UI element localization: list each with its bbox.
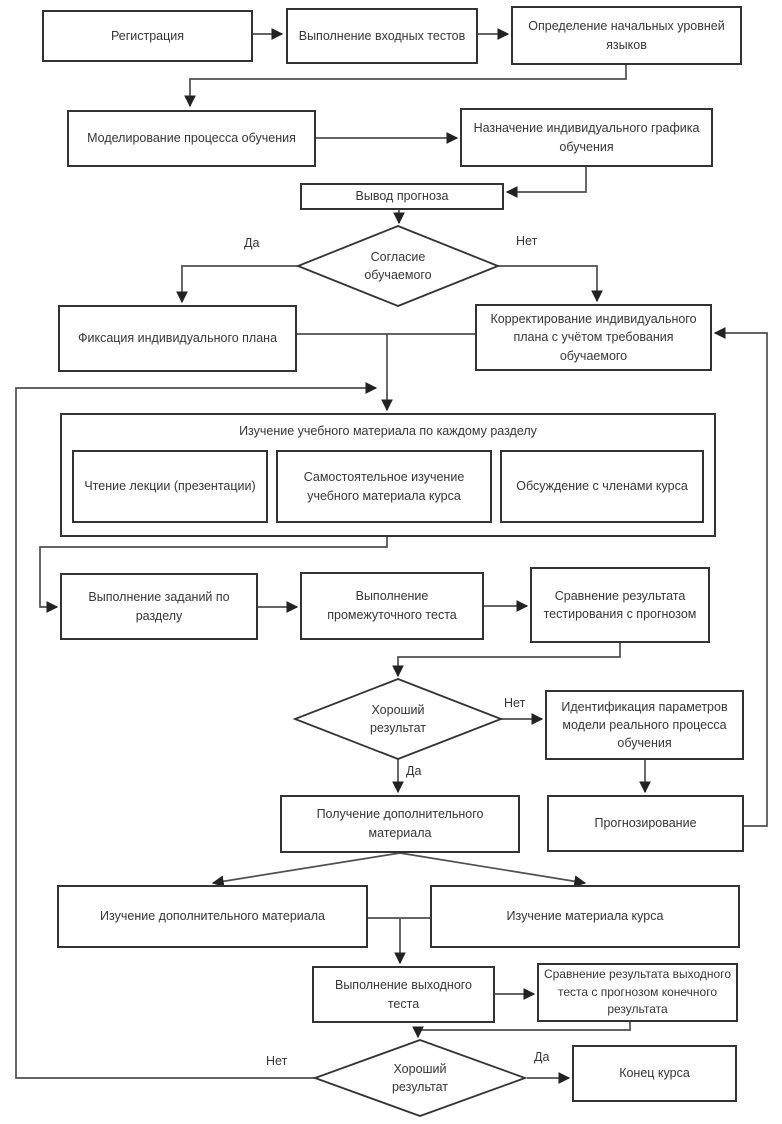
node-compare-interim: Сравнение результата тестирования с прог…: [530, 567, 710, 643]
node-forecasting: Прогнозирование: [547, 795, 744, 852]
node-entry-tests: Выполнение входных тестов: [286, 8, 478, 64]
node-compare-final: Сравнение результата выходного теста с п…: [537, 963, 738, 1022]
node-initial-levels: Определение начальных уровней языков: [511, 6, 742, 65]
node-interim-test: Выполнение промежуточного теста: [300, 572, 484, 640]
edge-label-result1-yes: Да: [406, 764, 422, 778]
decision-good-result-2-shape: [312, 1039, 528, 1117]
node-study-course-material: Изучение материала курса: [430, 885, 740, 948]
node-final-test: Выполнение выходного теста: [312, 966, 495, 1023]
decision-agreement-shape: [295, 225, 501, 307]
edge-label-result2-no: Нет: [266, 1054, 288, 1068]
node-forecast-output: Вывод прогноза: [300, 183, 504, 210]
edge-label-agreement-no: Нет: [516, 234, 538, 248]
node-lecture-reading: Чтение лекции (презентации): [72, 450, 268, 523]
node-registration: Регистрация: [42, 10, 253, 62]
node-correct-plan: Корректирование индивидуального плана с …: [475, 304, 712, 371]
node-fix-plan: Фиксация индивидуального плана: [58, 305, 297, 372]
decision-good-result-2-label: Хороший результат: [391, 1062, 448, 1095]
node-section-tasks: Выполнение заданий по разделу: [60, 573, 258, 640]
node-end-course: Конец курса: [572, 1045, 737, 1102]
decision-good-result-1-label: Хороший результат: [369, 703, 426, 736]
node-modeling: Моделирование процесса обучения: [67, 110, 316, 167]
edge-label-result2-yes: Да: [534, 1050, 550, 1064]
node-schedule: Назначение индивидуального графика обуче…: [460, 108, 713, 167]
node-discussion: Обсуждение с членами курса: [500, 450, 704, 523]
edge-label-result1-no: Нет: [504, 696, 526, 710]
node-self-study: Самостоятельное изучение учебного матери…: [276, 450, 492, 523]
edge-label-agreement-yes: Да: [244, 236, 260, 250]
node-identification: Идентификация параметров модели реальног…: [545, 690, 744, 760]
node-get-extra-material: Получение дополнительного материала: [280, 795, 520, 853]
group-study-material-title: Изучение учебного материала по каждому р…: [239, 424, 537, 438]
node-study-extra-material: Изучение дополнительного материала: [57, 885, 368, 948]
decision-agreement-label: Согласие обучаемого: [364, 250, 432, 283]
decision-good-result-1-shape: [292, 678, 504, 760]
